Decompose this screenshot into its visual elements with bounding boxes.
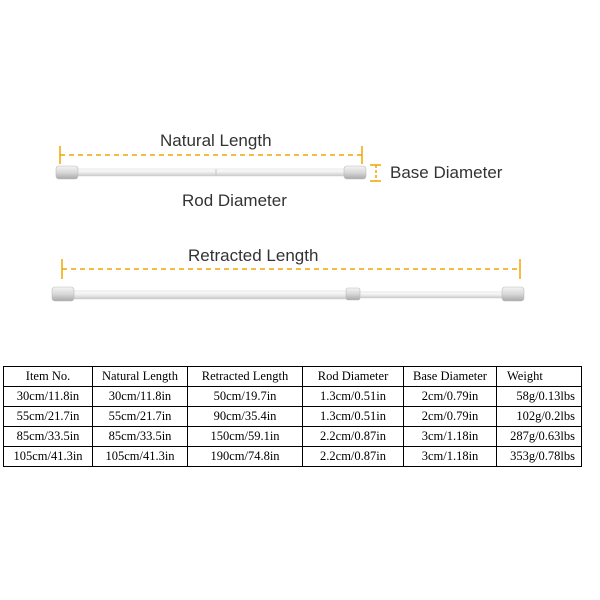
rod-dimension-diagram: Natural Length Rod Diameter Base Diamete…: [51, 131, 525, 302]
header-retracted-length: Retracted Length: [187, 366, 303, 387]
table-row: 55cm/21.7in 55cm/21.7in 90cm/35.4in 1.3c…: [3, 406, 582, 427]
size-spec-table: Item No. Natural Length Retracted Length…: [3, 366, 582, 467]
header-base-diameter: Base Diameter: [403, 366, 497, 387]
cell-natural-length: 85cm/33.5in: [92, 426, 188, 447]
table-row: 30cm/11.8in 30cm/11.8in 50cm/19.7in 1.3c…: [3, 386, 582, 407]
retracted-length-dimension-line: [61, 259, 521, 279]
natural-length-label: Natural Length: [160, 131, 272, 150]
cell-item-no: 105cm/41.3in: [3, 446, 93, 467]
rod-joint: [345, 287, 361, 301]
header-rod-diameter: Rod Diameter: [302, 366, 404, 387]
cell-natural-length: 30cm/11.8in: [92, 386, 188, 407]
header-natural-length: Natural Length: [92, 366, 188, 387]
cell-natural-length: 55cm/21.7in: [92, 406, 188, 427]
cell-weight: 102g/0.2lbs: [496, 406, 582, 427]
cell-rod-diameter: 2.2cm/0.87in: [302, 426, 404, 447]
cell-base-diameter: 2cm/0.79in: [403, 386, 497, 407]
rod-end-cap-left: [55, 165, 79, 180]
size-spec-table-container: Item No. Natural Length Retracted Length…: [3, 366, 582, 467]
cell-weight: 353g/0.78lbs: [496, 446, 582, 467]
cell-retracted-length: 150cm/59.1in: [187, 426, 303, 447]
cell-base-diameter: 2cm/0.79in: [403, 406, 497, 427]
rod-end-cap-right: [343, 165, 367, 180]
cell-rod-diameter: 1.3cm/0.51in: [302, 406, 404, 427]
cell-retracted-length: 90cm/35.4in: [187, 406, 303, 427]
retracted-length-rod: [51, 286, 525, 302]
cell-base-diameter: 3cm/1.18in: [403, 446, 497, 467]
cell-retracted-length: 190cm/74.8in: [187, 446, 303, 467]
cell-weight: 287g/0.63lbs: [496, 426, 582, 447]
natural-length-rod: [55, 165, 367, 180]
retracted-length-label: Retracted Length: [188, 246, 319, 265]
base-diameter-label: Base Diameter: [390, 163, 503, 182]
cell-item-no: 55cm/21.7in: [3, 406, 93, 427]
table-row: 105cm/41.3in 105cm/41.3in 190cm/74.8in 2…: [3, 446, 582, 467]
cell-natural-length: 105cm/41.3in: [92, 446, 188, 467]
table-header-row: Item No. Natural Length Retracted Length…: [3, 366, 582, 387]
cell-rod-diameter: 2.2cm/0.87in: [302, 446, 404, 467]
natural-length-dimension-line: [59, 146, 363, 164]
header-weight: Weight: [496, 366, 582, 387]
cell-base-diameter: 3cm/1.18in: [403, 426, 497, 447]
cell-weight: 58g/0.13lbs: [496, 386, 582, 407]
cell-retracted-length: 50cm/19.7in: [187, 386, 303, 407]
cell-item-no: 85cm/33.5in: [3, 426, 93, 447]
cell-rod-diameter: 1.3cm/0.51in: [302, 386, 404, 407]
rod-end-cap-left: [51, 286, 75, 302]
rod-illustration: [51, 146, 525, 302]
rod-diameter-label: Rod Diameter: [182, 191, 287, 210]
table-row: 85cm/33.5in 85cm/33.5in 150cm/59.1in 2.2…: [3, 426, 582, 447]
base-diameter-marker: [370, 164, 381, 182]
cell-item-no: 30cm/11.8in: [3, 386, 93, 407]
header-item-no: Item No.: [3, 366, 93, 387]
rod-end-cap-right: [501, 286, 525, 302]
